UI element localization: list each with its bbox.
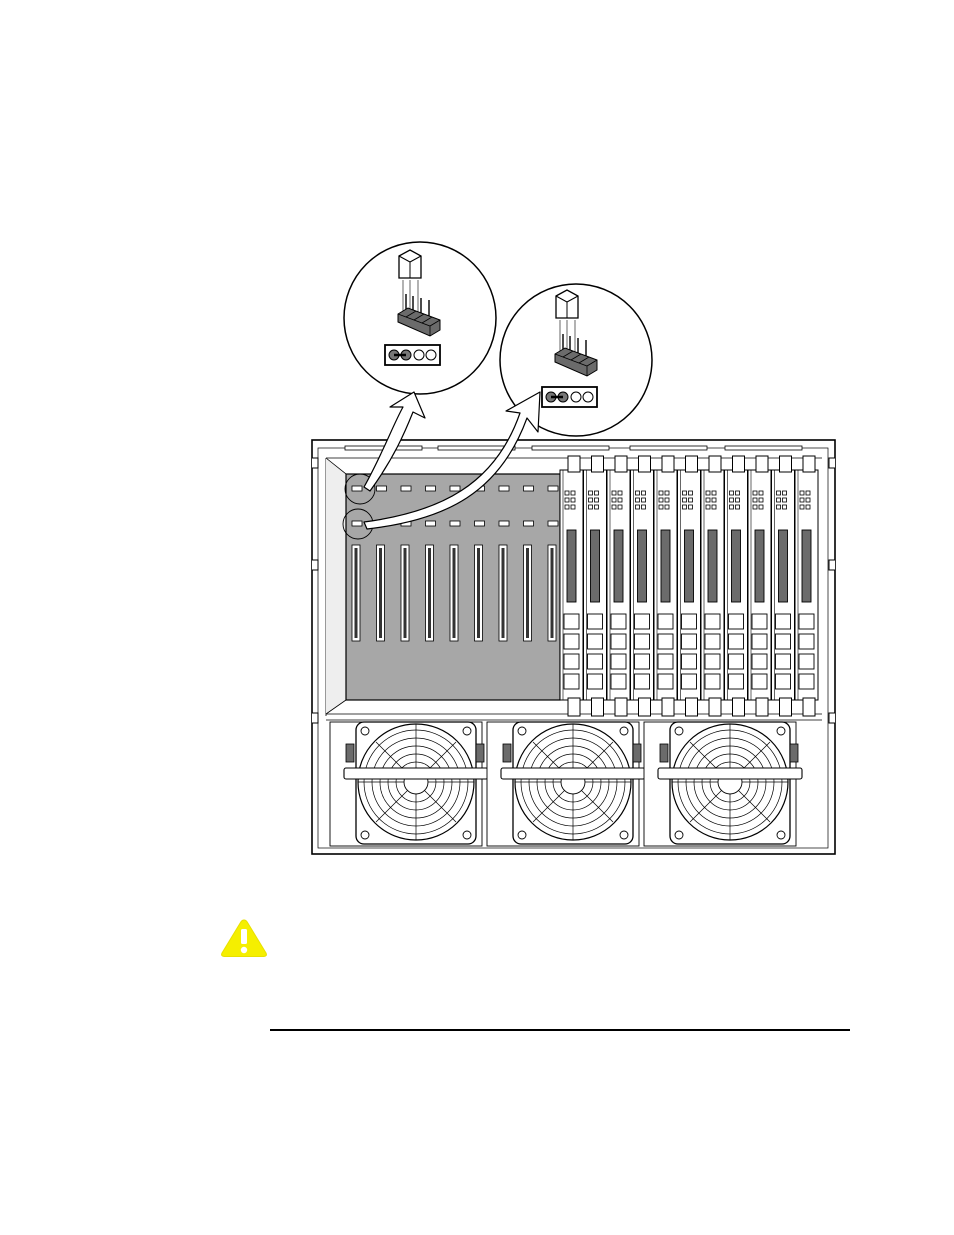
empty-slot-connector — [475, 545, 483, 641]
jumper-header — [475, 521, 485, 526]
horizontal-rule — [270, 1029, 850, 1031]
empty-slot-connector — [377, 545, 385, 641]
jumper-header — [377, 486, 387, 491]
fan-module — [644, 722, 802, 846]
empty-slot-connector — [524, 545, 532, 641]
fan-module — [330, 722, 488, 846]
jumper-header — [499, 521, 509, 526]
jumper-header — [352, 521, 362, 526]
io-card — [560, 456, 583, 716]
fan-handle[interactable] — [658, 768, 802, 779]
jumper-header — [426, 486, 436, 491]
jumper-header — [524, 486, 534, 491]
installed-io-cards — [560, 456, 818, 716]
jumper-cap-icon — [556, 290, 578, 318]
empty-card-slots — [352, 545, 556, 641]
jumper-header — [450, 521, 460, 526]
jumper-header-row-1 — [352, 486, 558, 491]
jumper-setting-diagram — [385, 345, 440, 365]
empty-slot-connector — [548, 545, 556, 641]
chassis-top-vents — [345, 446, 802, 450]
jumper-header — [426, 521, 436, 526]
warning-triangle-icon — [218, 916, 270, 960]
fan-modules — [330, 722, 802, 846]
jumper-header — [499, 486, 509, 491]
io-card — [701, 456, 724, 716]
io-card — [584, 456, 607, 716]
io-card — [725, 456, 748, 716]
server-chassis — [312, 440, 835, 854]
io-card — [654, 456, 677, 716]
io-card — [772, 456, 795, 716]
magnified-jumper-callout-1 — [344, 242, 496, 394]
empty-slot-connector — [426, 545, 434, 641]
fan-handle[interactable] — [501, 768, 645, 779]
jumper-header — [548, 521, 558, 526]
server-chassis-diagram — [0, 0, 954, 1010]
fan-handle[interactable] — [344, 768, 488, 779]
jumper-header — [450, 486, 460, 491]
io-card — [631, 456, 654, 716]
jumper-header — [352, 486, 362, 491]
empty-slot-connector — [352, 545, 360, 641]
empty-slot-connector — [401, 545, 409, 641]
empty-slot-connector — [499, 545, 507, 641]
fan-module — [487, 722, 645, 846]
io-card — [748, 456, 771, 716]
jumper-header — [401, 486, 411, 491]
io-card — [678, 456, 701, 716]
io-card — [607, 456, 630, 716]
jumper-cap-icon — [399, 250, 421, 278]
jumper-setting-diagram — [542, 387, 597, 407]
jumper-header — [524, 521, 534, 526]
io-card — [795, 456, 818, 716]
empty-slot-connector — [450, 545, 458, 641]
jumper-header — [548, 486, 558, 491]
